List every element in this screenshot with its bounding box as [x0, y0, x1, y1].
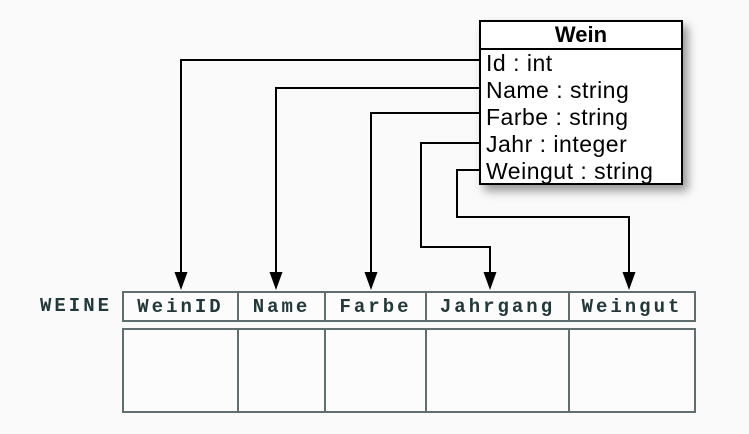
- table-header-row: WeinID Name Farbe Jahrgang Weingut: [122, 291, 696, 322]
- uml-class-box-wein: Wein Id : int Name : string Farbe : stri…: [479, 20, 683, 185]
- class-title: Wein: [481, 22, 681, 50]
- connector-jahr-to-jahrgang: [420, 142, 491, 275]
- connector-weingut-to-weingut: [456, 169, 630, 275]
- class-attribute-farbe: Farbe : string: [486, 104, 629, 130]
- table-name-label: WEINE: [39, 295, 112, 317]
- class-attribute-jahr: Jahr : integer: [486, 131, 628, 157]
- column-header-farbe: Farbe: [324, 293, 425, 320]
- class-attribute-weingut: Weingut : string: [486, 158, 654, 184]
- table-cell-jahrgang: [425, 330, 568, 411]
- table-body-row: [122, 328, 696, 413]
- column-header-name: Name: [237, 293, 324, 320]
- column-header-weingut: Weingut: [568, 293, 694, 320]
- arrowhead-jahrgang: [483, 272, 497, 290]
- arrowhead-farbe: [364, 272, 378, 290]
- class-attribute-name: Name : string: [486, 77, 630, 103]
- table-cell-farbe: [324, 330, 425, 411]
- arrowhead-weinid: [174, 272, 188, 290]
- column-header-jahrgang: Jahrgang: [425, 293, 568, 320]
- class-attribute-id: Id : int: [486, 50, 553, 76]
- connector-id-to-weinid: [180, 59, 481, 275]
- table-cell-name: [237, 330, 324, 411]
- arrowhead-name: [269, 272, 283, 290]
- table-cell-weinid: [124, 330, 237, 411]
- column-header-weinid: WeinID: [137, 295, 224, 318]
- connector-farbe-to-farbe: [370, 112, 481, 275]
- table-cell-weingut: [568, 330, 694, 411]
- connector-name-to-name: [275, 87, 481, 275]
- arrowhead-weingut: [622, 272, 636, 290]
